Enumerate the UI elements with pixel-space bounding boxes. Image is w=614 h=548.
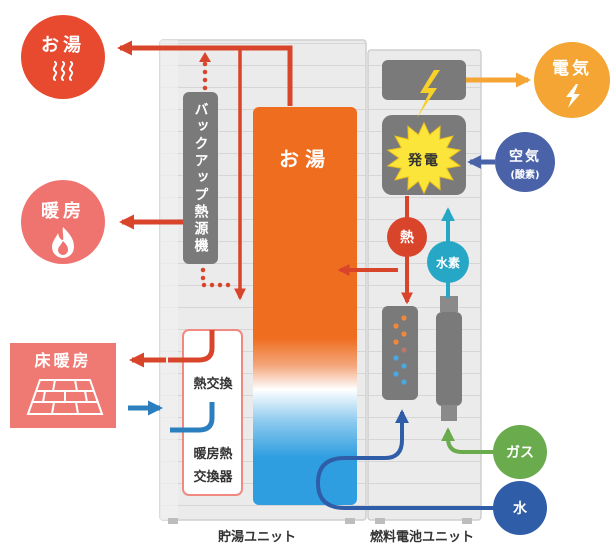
backup-down-dotted-line	[200, 267, 239, 288]
backup-up-arrowhead	[199, 52, 211, 62]
gas-input: ガス	[493, 425, 547, 479]
floor-heating-output: 床暖房	[10, 343, 116, 428]
heat-label: 熱	[400, 229, 414, 246]
hot-water-label: お湯	[41, 35, 85, 56]
air-circle	[495, 132, 555, 192]
heat-circle	[387, 217, 427, 257]
hydrogen-label: 水素	[436, 255, 460, 270]
floor-heating-inflow-line	[170, 402, 215, 433]
heating-exchanger-label-line1: 暖房熱	[193, 446, 232, 462]
steam-icon	[52, 61, 74, 81]
floor-icon	[26, 379, 104, 415]
hydrogen-circle	[427, 241, 469, 283]
backup-heater-box	[183, 92, 218, 264]
heating-label: 暖房	[41, 200, 85, 222]
water-label: 水	[513, 500, 528, 517]
floor-heating-return-line	[168, 330, 215, 363]
gas-inflow-arrow	[441, 427, 494, 454]
power-output-box	[382, 60, 466, 100]
tank-label: お湯	[279, 147, 331, 171]
hot-water-circle	[21, 15, 105, 99]
water-inflow-arrow	[315, 409, 494, 510]
air-label: 空気	[509, 148, 541, 165]
generation-label: 発電	[407, 152, 440, 169]
floor-heating-label: 床暖房	[34, 351, 91, 370]
air-input: 空気 (酸素)	[495, 132, 555, 192]
water-input: 水	[493, 481, 547, 535]
reformer-tube	[436, 296, 462, 421]
fuel-cell-unit-caption: 燃料電池ユニット	[370, 529, 474, 545]
heating-output: 暖房	[21, 180, 105, 264]
storage-unit-caption: 貯湯ユニット	[218, 529, 296, 545]
electricity-output: 電気	[534, 42, 610, 118]
heating-circle	[21, 180, 105, 264]
heat-exchange-label: 熱交換	[193, 376, 233, 392]
hot-water-supply-arrow	[117, 40, 293, 106]
generation-lightning-icon	[417, 70, 440, 118]
gas-label: ガス	[506, 445, 534, 461]
flame-icon	[52, 227, 74, 258]
hot-water-output: お湯	[21, 15, 105, 99]
backup-heater-label: バックアップ熱源機	[192, 101, 209, 255]
air-sublabel: (酸素)	[510, 168, 539, 181]
gas-circle	[493, 425, 547, 479]
heat-collector	[382, 306, 418, 400]
heating-exchanger-label-line2: 交換器	[193, 469, 233, 485]
electricity-label: 電気	[552, 58, 592, 79]
water-circle	[493, 481, 547, 535]
generation-starburst	[386, 121, 462, 195]
electricity-circle	[534, 42, 610, 118]
lightning-icon	[566, 84, 580, 108]
hot-water-tank	[253, 107, 357, 505]
